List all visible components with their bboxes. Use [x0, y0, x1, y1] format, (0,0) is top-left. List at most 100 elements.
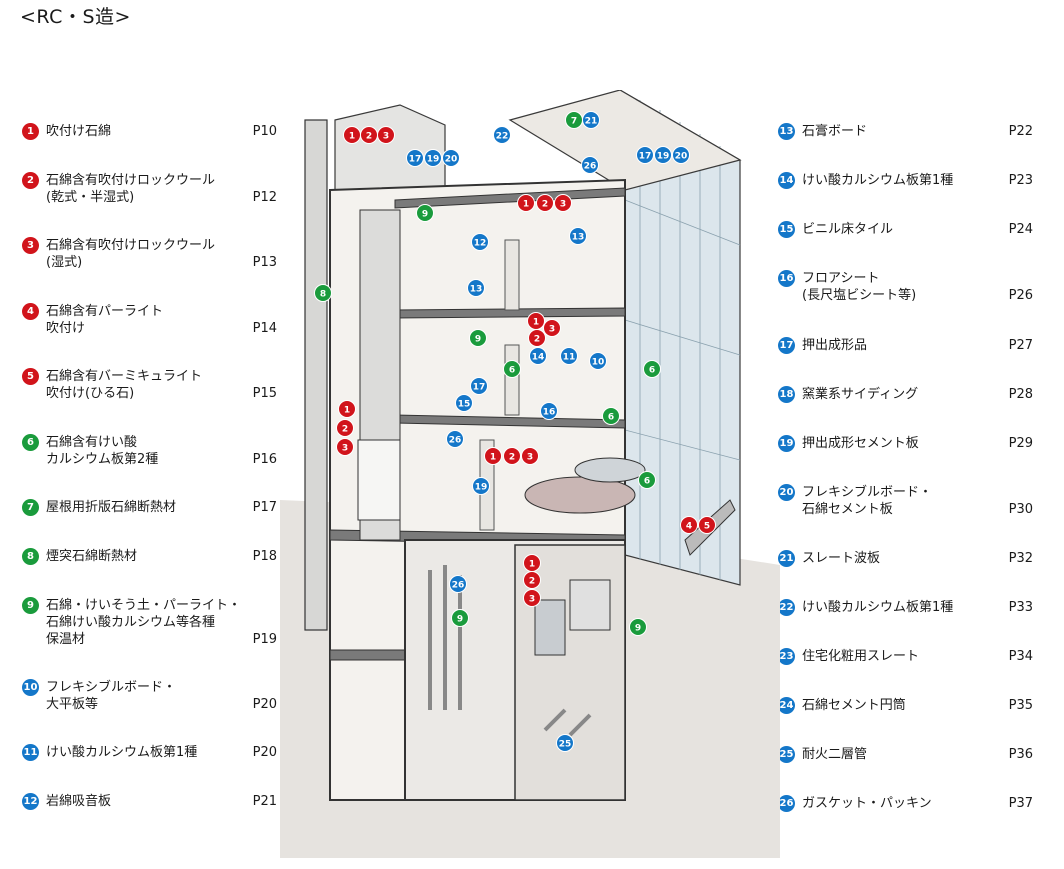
page-reference: P13 [249, 255, 277, 270]
marker-3: 3 [554, 194, 572, 212]
page-reference: P19 [249, 632, 277, 647]
legend-number-badge: 7 [22, 499, 39, 516]
page-reference: P21 [249, 794, 277, 809]
marker-25: 25 [556, 734, 574, 752]
legend-label: 石綿けい酸カルシウム等各種 [46, 615, 219, 630]
marker-19: 19 [472, 477, 490, 495]
page-reference: P29 [1005, 436, 1033, 451]
marker-17: 17 [406, 149, 424, 167]
legend-label: 石綿・けいそう土・パーライト・ [46, 598, 245, 613]
legend-item-6: 6石綿含有けい酸カルシウム板第2種·······················… [22, 434, 277, 468]
legend-label: (湿式) [46, 255, 86, 270]
legend-number-badge: 13 [778, 123, 795, 140]
legend-label: 保温材 [46, 632, 89, 647]
legend-number-badge: 12 [22, 793, 39, 810]
marker-11: 11 [560, 347, 578, 365]
legend-number-badge: 8 [22, 548, 39, 565]
svg-text:26: 26 [452, 581, 465, 591]
page-reference: P12 [249, 190, 277, 205]
marker-19: 19 [424, 149, 442, 167]
marker-3: 3 [543, 319, 561, 337]
legend-label: 吹付け(ひる石) [46, 386, 138, 401]
legend-label: 住宅化粧用スレート [802, 649, 923, 664]
legend-item-11: 11けい酸カルシウム板第1種··························… [22, 744, 277, 761]
legend-number-badge: 3 [22, 237, 39, 254]
legend-number-badge: 4 [22, 303, 39, 320]
legend-number-badge: 25 [778, 746, 795, 763]
marker-9: 9 [629, 618, 647, 636]
legend-label: 石膏ボード [802, 124, 871, 139]
svg-text:3: 3 [383, 132, 389, 142]
svg-text:10: 10 [592, 358, 605, 368]
svg-text:21: 21 [585, 117, 598, 127]
legend-label: (長尺塩ビシート等) [802, 288, 920, 303]
svg-text:2: 2 [534, 335, 540, 345]
legend-number-badge: 2 [22, 172, 39, 189]
svg-text:2: 2 [529, 577, 535, 587]
marker-1: 1 [338, 400, 356, 418]
legend-label: 吹付け石綿 [46, 124, 115, 139]
legend-number-badge: 1 [22, 123, 39, 140]
marker-9: 9 [416, 204, 434, 222]
marker-10: 10 [589, 352, 607, 370]
legend-item-5: 5石綿含有バーミキュライト吹付け(ひる石)···················… [22, 368, 277, 402]
legend-number-badge: 24 [778, 697, 795, 714]
page-reference: P20 [249, 745, 277, 760]
svg-text:4: 4 [686, 522, 692, 532]
legend-number-badge: 16 [778, 270, 795, 287]
legend-label: 押出成形セメント板 [802, 436, 922, 451]
svg-text:6: 6 [608, 413, 614, 423]
svg-text:26: 26 [449, 436, 462, 446]
legend-label: 岩綿吸音板 [46, 794, 115, 809]
marker-3: 3 [523, 589, 541, 607]
legend-number-badge: 22 [778, 599, 795, 616]
marker-26: 26 [449, 575, 467, 593]
svg-text:2: 2 [366, 132, 372, 142]
svg-text:19: 19 [475, 483, 488, 493]
legend-number-badge: 10 [22, 679, 39, 696]
legend-item-22: 22けい酸カルシウム板第1種··························… [778, 599, 1033, 616]
marker-22: 22 [493, 126, 511, 144]
legend-label: フレキシブルボード・ [802, 485, 936, 500]
svg-text:20: 20 [445, 155, 458, 165]
svg-text:9: 9 [475, 335, 481, 345]
svg-text:11: 11 [563, 353, 576, 363]
marker-9: 9 [469, 329, 487, 347]
page-reference: P10 [249, 124, 277, 139]
roof-penthouse-left [334, 104, 446, 191]
svg-text:13: 13 [470, 285, 483, 295]
legend-label: 押出成形品 [802, 338, 871, 353]
legend-label: 石綿含有吹付けロックウール [46, 173, 219, 188]
page-reference: P14 [249, 321, 277, 336]
marker-4: 4 [680, 516, 698, 534]
svg-text:26: 26 [584, 162, 597, 172]
legend-number-badge: 6 [22, 434, 39, 451]
page-reference: P17 [249, 500, 277, 515]
page-reference: P26 [1005, 288, 1033, 303]
marker-2: 2 [336, 419, 354, 437]
svg-text:3: 3 [560, 200, 566, 210]
marker-15: 15 [455, 394, 473, 412]
legend-label: けい酸カルシウム板第1種 [46, 745, 201, 760]
legend-label: フロアシート [802, 271, 883, 286]
svg-text:19: 19 [657, 152, 670, 162]
marker-13: 13 [569, 227, 587, 245]
marker-7: 7 [565, 111, 583, 129]
marker-17: 17 [636, 146, 654, 164]
marker-14: 14 [529, 347, 547, 365]
svg-text:16: 16 [543, 408, 556, 418]
marker-26: 26 [581, 156, 599, 174]
marker-26: 26 [446, 430, 464, 448]
boiler [569, 579, 611, 631]
control-panel [534, 599, 566, 656]
svg-text:1: 1 [533, 318, 539, 328]
marker-8: 8 [314, 284, 332, 302]
legend-number-badge: 17 [778, 337, 795, 354]
